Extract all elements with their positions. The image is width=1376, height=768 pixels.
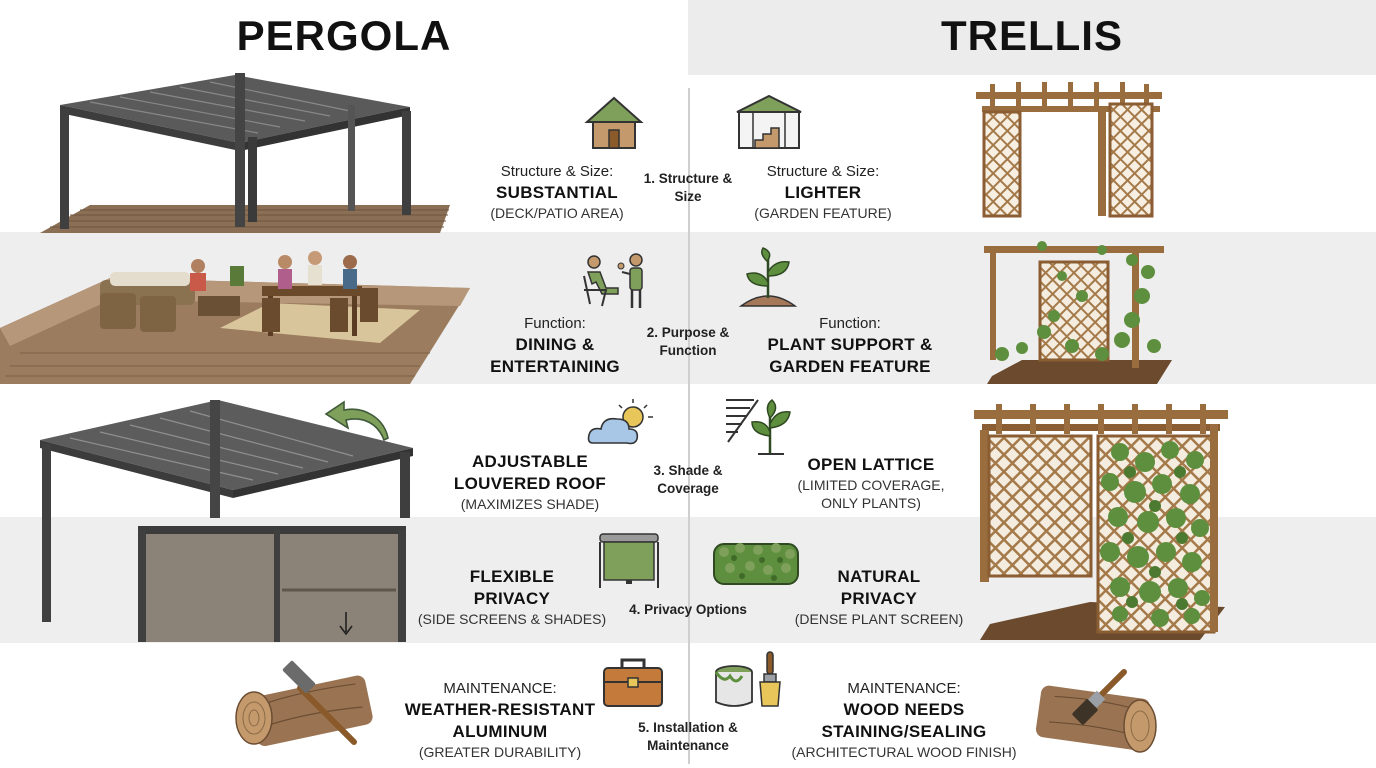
pergola-maintenance-note: (GREATER DURABILITY) — [418, 743, 582, 760]
roller-shade-icon — [599, 533, 659, 588]
trellis-title-background — [688, 0, 1376, 75]
row-label-structure: 1. Structure & Size — [643, 171, 733, 204]
row-label-privacy: 4. Privacy Options — [629, 602, 747, 617]
people-dining-icon — [583, 253, 643, 308]
sun-cloud-icon — [587, 399, 653, 445]
row-label-shade: 3. Shade & Coverage — [653, 463, 723, 496]
house-icon — [584, 96, 644, 149]
trellis-dense-plants-illustration — [974, 404, 1228, 640]
pergola-structure-cell: Structure & Size: SUBSTANTIAL (DECK/PATI… — [462, 162, 652, 222]
log-paintbrush-illustration — [1035, 669, 1157, 753]
pergola-function-cell: Function: DINING & ENTERTAINING — [470, 314, 640, 378]
pergola-function-value: DINING & ENTERTAINING — [490, 334, 620, 376]
pergola-structure-label: Structure & Size: — [500, 163, 614, 180]
louvered-pergola-illustration — [40, 400, 413, 642]
trellis-title: TRELLIS — [941, 12, 1123, 59]
trellis-vines-illustration — [984, 241, 1172, 384]
pergola-function-label: Function: — [524, 315, 586, 332]
retract-arrow-icon — [324, 400, 389, 442]
pergola-structure-value: SUBSTANTIAL — [496, 182, 618, 202]
pergola-privacy-cell: FLEXIBLE PRIVACY (SIDE SCREENS & SHADES) — [412, 566, 612, 628]
pergola-maintenance-cell: MAINTENANCE: WEATHER-RESISTANT ALUMINUM … — [395, 679, 605, 761]
trellis-shade-note: (LIMITED COVERAGE, ONLY PLANTS) — [797, 477, 945, 512]
pergola-maintenance-value: WEATHER-RESISTANT ALUMINUM — [404, 699, 596, 741]
trellis-privacy-note: (DENSE PLANT SCREEN) — [794, 611, 964, 628]
pergola-title: PERGOLA — [236, 12, 452, 59]
trellis-function-value: PLANT SUPPORT & GARDEN FEATURE — [767, 334, 933, 376]
row-label-maintenance: 5. Installation & Maintenance — [638, 720, 738, 753]
trellis-structure-cell: Structure & Size: LIGHTER (GARDEN FEATUR… — [728, 162, 918, 222]
trellis-maintenance-value: WOOD NEEDS STAINING/SEALING — [821, 699, 987, 741]
trellis-maintenance-label: MAINTENANCE: — [847, 680, 961, 697]
center-divider — [688, 88, 690, 764]
row-label-function: 2. Purpose & Function — [646, 325, 730, 358]
pergola-shade-note: (MAXIMIZES SHADE) — [460, 496, 600, 513]
trellis-arch-illustration — [976, 82, 1162, 218]
trellis-function-label: Function: — [819, 315, 881, 332]
trellis-privacy-cell: NATURAL PRIVACY (DENSE PLANT SCREEN) — [784, 566, 974, 628]
toolbox-icon — [603, 658, 663, 707]
log-hammer-illustration — [235, 660, 373, 747]
trellis-privacy-value: NATURAL PRIVACY — [837, 567, 921, 609]
trellis-shade-value: OPEN LATTICE — [807, 455, 935, 474]
pergola-privacy-value: FLEXIBLE PRIVACY — [469, 567, 555, 609]
trellis-shade-cell: OPEN LATTICE (LIMITED COVERAGE, ONLY PLA… — [782, 454, 960, 512]
paint-can-brush-icon — [714, 651, 781, 707]
trellis-function-cell: Function: PLANT SUPPORT & GARDEN FEATURE — [752, 314, 948, 378]
pergola-maintenance-label: MAINTENANCE: — [443, 680, 557, 697]
sprout-icon — [738, 247, 798, 307]
trellis-structure-label: Structure & Size: — [766, 163, 880, 180]
pergola-deck-illustration — [40, 73, 450, 233]
trellis-maintenance-cell: MAINTENANCE: WOOD NEEDS STAINING/SEALING… — [782, 679, 1026, 761]
hedge-icon — [713, 543, 799, 585]
trellis-maintenance-note: (ARCHITECTURAL WOOD FINISH) — [791, 743, 1017, 760]
trellis-structure-value: LIGHTER — [784, 182, 862, 202]
greenhouse-icon — [736, 94, 802, 149]
pergola-shade-value: ADJUSTABLE LOUVERED ROOF — [453, 452, 607, 494]
pergola-structure-note: (DECK/PATIO AREA) — [490, 204, 624, 221]
trellis-structure-note: (GARDEN FEATURE) — [754, 204, 892, 221]
pergola-privacy-note: (SIDE SCREENS & SHADES) — [417, 611, 607, 628]
pergola-shade-cell: ADJUSTABLE LOUVERED ROOF (MAXIMIZES SHAD… — [440, 451, 620, 513]
lattice-plant-icon — [726, 399, 791, 455]
patio-dining-illustration — [0, 251, 470, 384]
